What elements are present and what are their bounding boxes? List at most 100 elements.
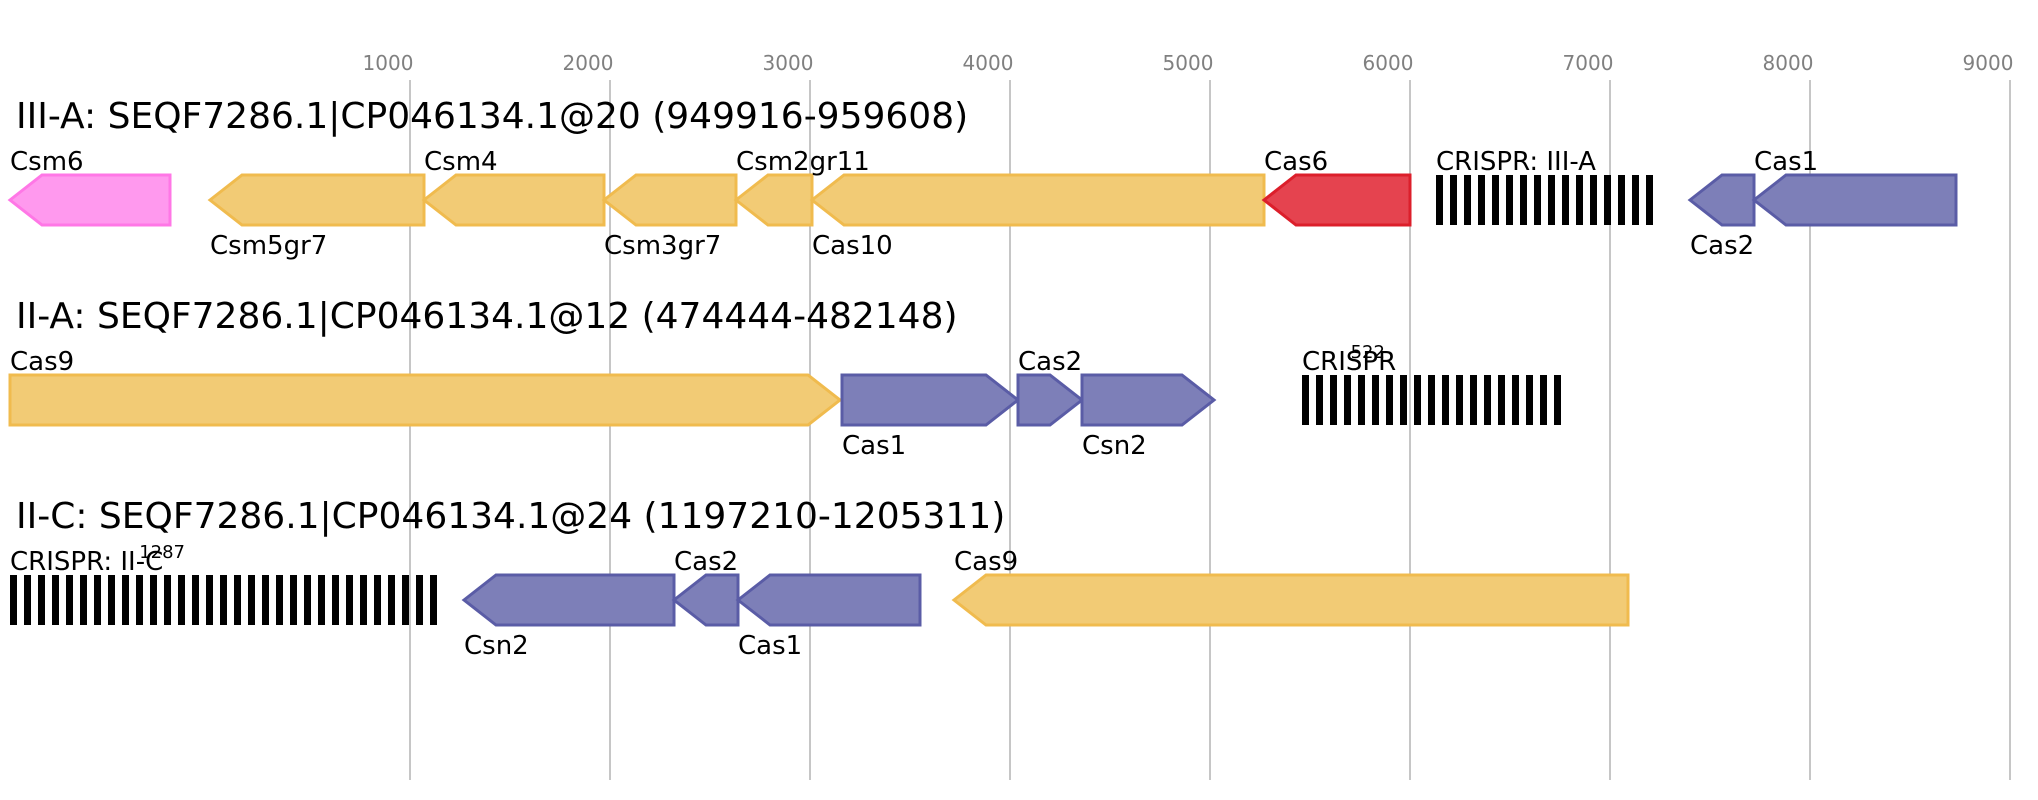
- gene-label: Cas1: [842, 431, 906, 461]
- locus-3: II-C: SEQF7286.1|CP046134.1@24 (1197210-…: [10, 496, 1630, 661]
- tick-label: 4000: [963, 51, 1014, 75]
- locus-2: II-A: SEQF7286.1|CP046134.1@12 (474444-4…: [8, 296, 1561, 461]
- gene-arrow[interactable]: [1687, 173, 1756, 227]
- gene-arrow[interactable]: [735, 573, 922, 627]
- gene-cas2[interactable]: Cas2: [1687, 173, 1756, 261]
- gene-csm6[interactable]: Csm6: [7, 147, 172, 227]
- repeat-stripe: [10, 575, 17, 625]
- repeat-stripe: [1604, 175, 1611, 225]
- gene-arrow[interactable]: [671, 573, 740, 627]
- gene-csn2[interactable]: Csn2: [461, 573, 676, 661]
- gene-cas9[interactable]: Cas9: [8, 347, 843, 427]
- gene-label: Csm5gr7: [210, 231, 327, 261]
- repeat-stripe: [164, 575, 171, 625]
- gene-arrow[interactable]: [421, 173, 606, 227]
- repeat-stripe: [248, 575, 255, 625]
- gene-label: Csm2gr11: [736, 147, 870, 177]
- gene-label: Cas9: [10, 347, 74, 377]
- gene-cas10[interactable]: Cas10: [809, 173, 1266, 261]
- repeat-stripe: [1372, 375, 1379, 425]
- gene-cas2[interactable]: Cas2: [671, 547, 740, 627]
- gene-label: Cas1: [738, 631, 802, 661]
- tick-label: 7000: [1563, 51, 1614, 75]
- repeat-stripe: [80, 575, 87, 625]
- repeat-stripe: [1492, 175, 1499, 225]
- gene-arrow[interactable]: [601, 173, 738, 227]
- repeat-stripe: [150, 575, 157, 625]
- repeat-stripe: [346, 575, 353, 625]
- gene-label: Csm4: [424, 147, 498, 177]
- locus-1: III-A: SEQF7286.1|CP046134.1@20 (949916-…: [7, 96, 1958, 261]
- repeat-stripe: [24, 575, 31, 625]
- crispr-spacer-count: 522: [1351, 342, 1385, 363]
- tick-label: 8000: [1763, 51, 1814, 75]
- gene-cas1[interactable]: Cas1: [735, 573, 922, 661]
- gene-arrow[interactable]: [1016, 373, 1085, 427]
- gene-arrow[interactable]: [809, 173, 1266, 227]
- repeat-stripe: [192, 575, 199, 625]
- tick-label: 3000: [763, 51, 814, 75]
- gene-label: Cas2: [1018, 347, 1082, 377]
- repeat-stripe: [1540, 375, 1547, 425]
- repeat-stripe: [66, 575, 73, 625]
- gene-label: Cas1: [1754, 147, 1818, 177]
- repeat-stripe: [276, 575, 283, 625]
- gene-arrow[interactable]: [840, 373, 1021, 427]
- repeat-stripe: [220, 575, 227, 625]
- repeat-stripe: [1554, 375, 1561, 425]
- crispr-spacer-count: 1287: [139, 542, 185, 563]
- repeat-stripe: [1562, 175, 1569, 225]
- gene-arrow[interactable]: [1261, 173, 1412, 227]
- repeat-stripe: [1344, 375, 1351, 425]
- gene-csm5gr7[interactable]: Csm5gr7: [207, 173, 426, 261]
- gene-label: Cas2: [674, 547, 738, 577]
- repeat-stripe: [1618, 175, 1625, 225]
- gene-cas2[interactable]: Cas2: [1016, 347, 1085, 427]
- repeat-stripe: [1316, 375, 1323, 425]
- repeat-stripe: [1442, 375, 1449, 425]
- repeat-stripe: [1512, 375, 1519, 425]
- repeat-stripe: [1576, 175, 1583, 225]
- gene-cas9[interactable]: Cas9: [951, 547, 1630, 627]
- tick-label: 1000: [363, 51, 414, 75]
- repeat-stripe: [1470, 375, 1477, 425]
- gene-csm4[interactable]: Csm4: [421, 147, 606, 227]
- loci: III-A: SEQF7286.1|CP046134.1@20 (949916-…: [7, 96, 1958, 661]
- gene-cas1[interactable]: Cas1: [1751, 147, 1958, 227]
- repeat-stripe: [1548, 175, 1555, 225]
- repeat-stripe: [38, 575, 45, 625]
- gene-arrow[interactable]: [7, 173, 172, 227]
- repeat-stripe: [1302, 375, 1309, 425]
- repeat-stripe: [178, 575, 185, 625]
- repeat-stripe: [136, 575, 143, 625]
- gene-arrow[interactable]: [461, 573, 676, 627]
- gene-label: Csn2: [464, 631, 529, 661]
- gene-arrow[interactable]: [733, 173, 814, 227]
- repeat-stripe: [1400, 375, 1407, 425]
- repeat-stripe: [332, 575, 339, 625]
- gene-cas1[interactable]: Cas1: [840, 373, 1021, 461]
- gene-label: Csm3gr7: [604, 231, 721, 261]
- repeat-stripe: [1386, 375, 1393, 425]
- gene-csm3gr7[interactable]: Csm3gr7: [601, 173, 738, 261]
- gene-arrow[interactable]: [8, 373, 843, 427]
- repeat-stripe: [1526, 375, 1533, 425]
- repeat-stripe: [1436, 175, 1443, 225]
- gene-arrow[interactable]: [1080, 373, 1217, 427]
- repeat-stripe: [1358, 375, 1365, 425]
- repeat-stripe: [360, 575, 367, 625]
- gene-arrow[interactable]: [1751, 173, 1958, 227]
- gene-cas6[interactable]: Cas6: [1261, 147, 1412, 227]
- gene-csn2[interactable]: Csn2: [1080, 373, 1217, 461]
- locus-title: II-C: SEQF7286.1|CP046134.1@24 (1197210-…: [16, 496, 1005, 537]
- repeat-stripe: [206, 575, 213, 625]
- locus-title: II-A: SEQF7286.1|CP046134.1@12 (474444-4…: [16, 296, 958, 337]
- repeat-stripe: [1646, 175, 1653, 225]
- gene-arrow[interactable]: [951, 573, 1630, 627]
- tick-label: 9000: [1963, 51, 2014, 75]
- gene-arrow[interactable]: [207, 173, 426, 227]
- locus-title: III-A: SEQF7286.1|CP046134.1@20 (949916-…: [16, 96, 968, 137]
- repeat-stripe: [1414, 375, 1421, 425]
